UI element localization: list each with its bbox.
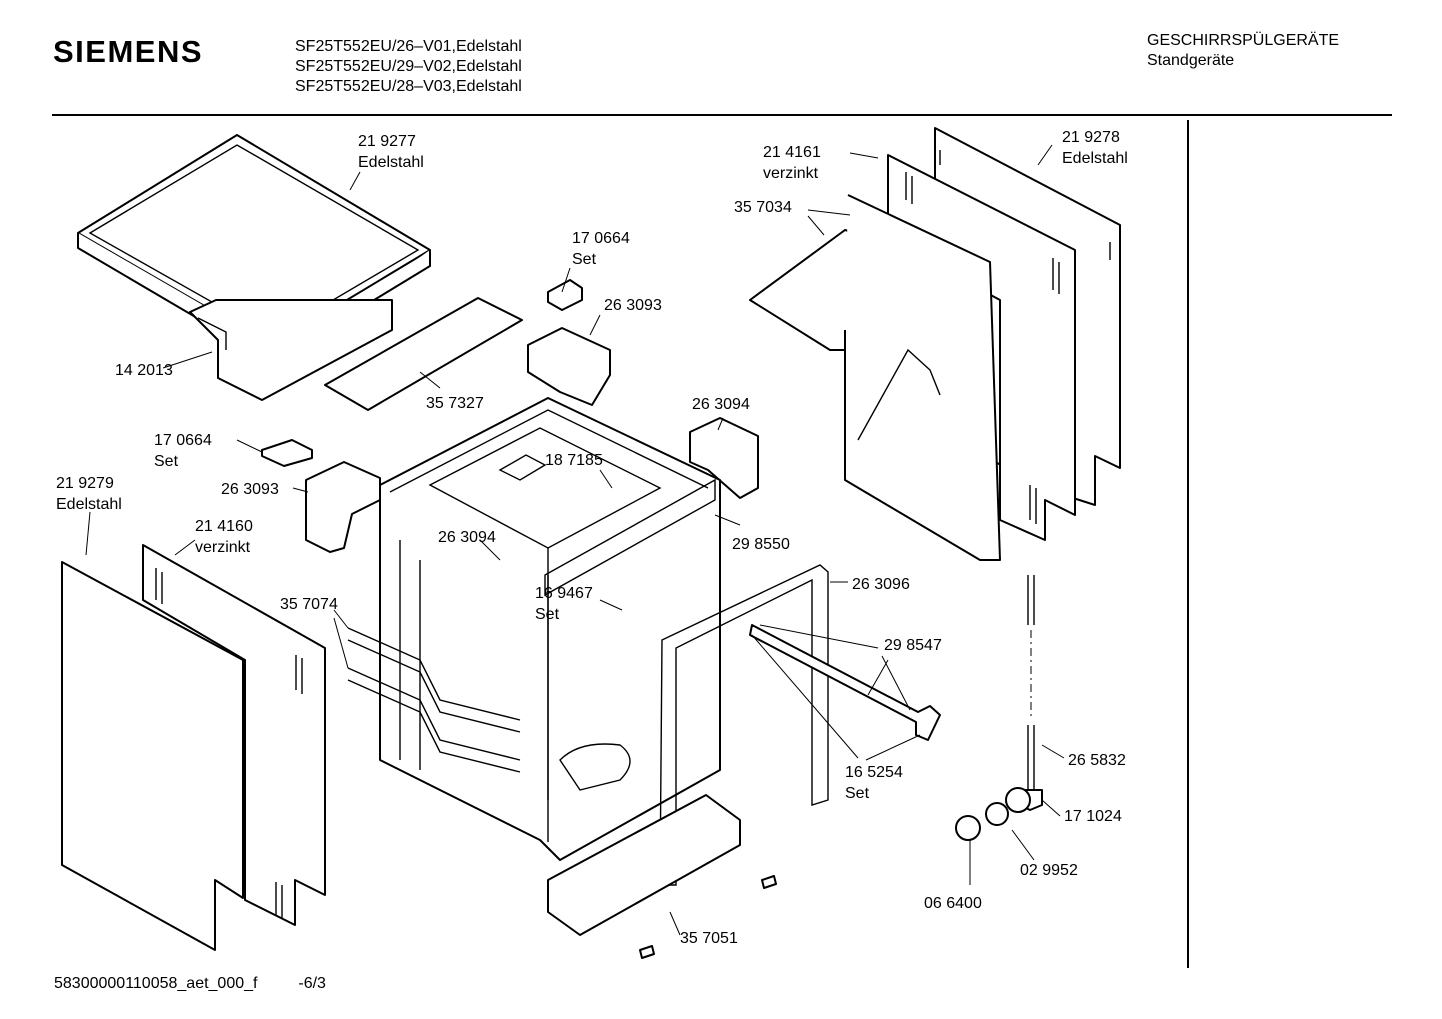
part-number-label: 21 4161 [763, 144, 821, 161]
bracket-rear-drawing [689, 417, 759, 499]
part-number-label: 06 6400 [924, 895, 982, 912]
part-number-label: 17 0664 [572, 230, 630, 247]
part-number-label: 21 9277 [358, 133, 416, 150]
part-number-label: 26 3093 [221, 481, 279, 498]
rail-drawing [347, 627, 521, 773]
part-number-label: 35 7327 [426, 395, 484, 412]
door-seal-drawing [544, 478, 716, 800]
part-number-label: 21 9279 [56, 475, 114, 492]
part-number-label: 16 9467 [535, 585, 593, 602]
bracket-left-drawing [305, 461, 381, 553]
category-heading: GESCHIRRSPÜLGERÄTE Standgeräte [1147, 31, 1339, 71]
part-note-label: Edelstahl [1062, 150, 1128, 167]
part-number-label: 26 3096 [852, 576, 910, 593]
base-plinth-drawing [547, 794, 741, 936]
part-number-label: 18 7185 [545, 452, 603, 469]
part-note-label: Set [535, 606, 560, 623]
part-number-label: 17 0664 [154, 432, 212, 449]
part-number-label: 21 9278 [1062, 129, 1120, 146]
brand-logo: SIEMENS [53, 34, 204, 69]
leader-lines [85, 144, 1065, 936]
part-note-label: Edelstahl [56, 496, 122, 513]
part-number-label: 29 8550 [732, 536, 790, 553]
part-number-label: 16 5254 [845, 764, 903, 781]
side-panel-inner-left-drawing [142, 544, 326, 926]
part-note-label: Set [845, 785, 870, 802]
model-list: SF25T552EU/26–V01,Edelstahl SF25T552EU/2… [295, 37, 522, 97]
part-note-label: verzinkt [195, 539, 251, 556]
model-line: SF25T552EU/28–V03,Edelstahl [295, 78, 522, 95]
page-number: -6/3 [298, 975, 326, 992]
part-note-label: Set [154, 453, 179, 470]
model-line: SF25T552EU/26–V01,Edelstahl [295, 38, 522, 55]
part-number-label: 29 8547 [884, 637, 942, 654]
part-note-label: verzinkt [763, 165, 819, 182]
part-number-label: 14 2013 [115, 362, 173, 379]
footer: 58300000110058_aet_000_f -6/3 [54, 975, 326, 993]
part-number-label: 26 3094 [438, 529, 496, 546]
document-id: 58300000110058_aet_000_f [54, 975, 258, 992]
hose-drawing [1027, 575, 1035, 790]
strut-drawing [749, 624, 941, 741]
side-panel-outer-left-drawing [61, 561, 244, 951]
part-number-label: 26 3094 [692, 396, 750, 413]
part-number-label: 35 7051 [680, 930, 738, 947]
model-line: SF25T552EU/29–V02,Edelstahl [295, 58, 522, 75]
category-subtitle: Standgeräte [1147, 52, 1235, 69]
side-divider [1187, 120, 1189, 968]
part-number-label: 21 4160 [195, 518, 253, 535]
header-divider [52, 114, 1392, 116]
part-number-label: 26 3093 [604, 297, 662, 314]
part-number-label: 35 7074 [280, 596, 338, 613]
part-number-label: 02 9952 [1020, 862, 1078, 879]
part-number-label: 35 7034 [734, 199, 792, 216]
hinge-left-drawing [261, 439, 313, 467]
insulation-panel-drawing [749, 194, 1001, 561]
category-title: GESCHIRRSPÜLGERÄTE [1147, 32, 1340, 49]
strip-drawing [324, 297, 523, 411]
bracket-right-drawing [527, 327, 611, 406]
part-number-label: 26 5832 [1068, 752, 1126, 769]
part-number-label: 17 1024 [1064, 808, 1122, 825]
part-note-label: Edelstahl [358, 154, 424, 171]
screw-drawing [639, 875, 777, 959]
tub-body-drawing [379, 397, 721, 861]
hinge-top-drawing [547, 279, 583, 311]
worktop-frame-drawing [189, 299, 393, 401]
part-note-label: Set [572, 251, 597, 268]
inlet-fitting-drawing [955, 787, 1043, 841]
part-labels: 21 9277 Edelstahl 14 2013 17 0664 Set 26… [56, 129, 1128, 947]
